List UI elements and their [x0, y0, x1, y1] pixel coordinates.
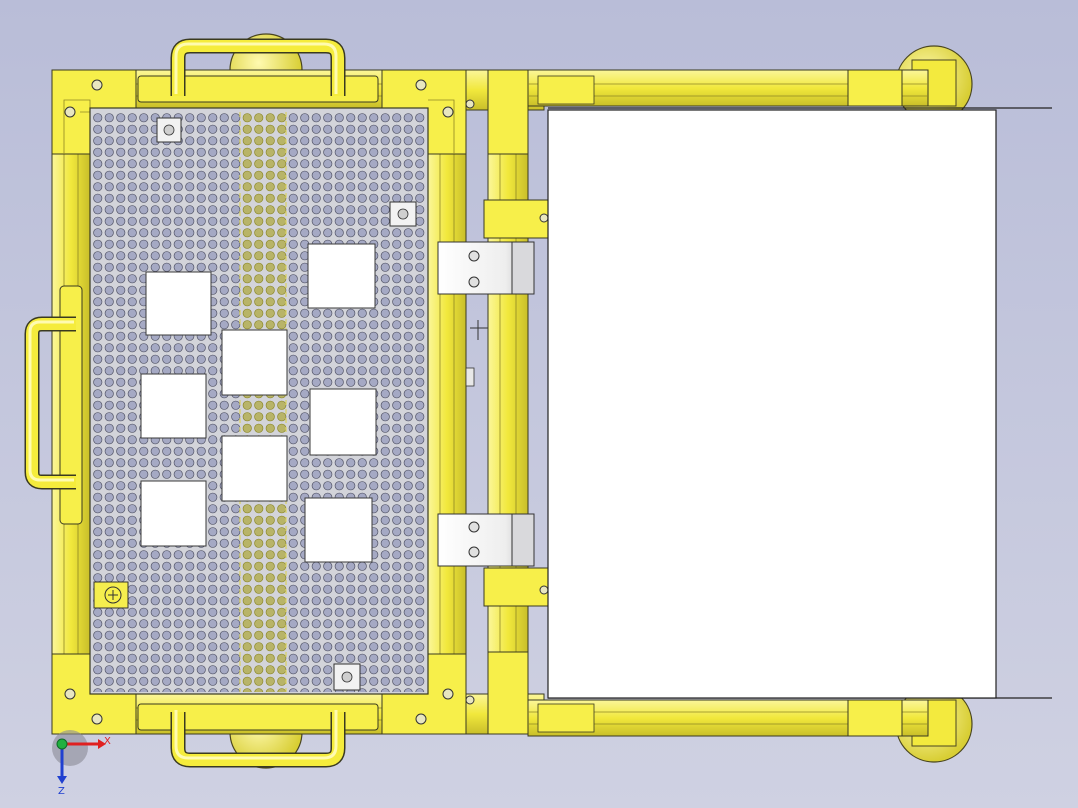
cutout [307, 243, 376, 309]
cover-sheet [547, 107, 1052, 699]
top-handle-icon[interactable] [137, 38, 379, 103]
cutout [140, 480, 207, 547]
side-handle-icon[interactable] [24, 285, 83, 525]
cutout [309, 388, 377, 456]
middle-frame [465, 69, 549, 735]
cutout [221, 435, 288, 502]
cutout [221, 329, 288, 396]
clamp-bracket-icon [437, 241, 535, 567]
cutout [304, 497, 373, 563]
cutout [140, 373, 207, 439]
plate-cutouts [140, 243, 377, 563]
cutout [145, 271, 212, 336]
axis-triad: X Z [52, 730, 111, 797]
z-axis-label: Z [58, 786, 65, 797]
right-frame [527, 69, 929, 737]
bottom-handle-icon[interactable] [137, 703, 379, 768]
x-axis-label: X [104, 736, 111, 747]
screw-icon [93, 117, 417, 691]
